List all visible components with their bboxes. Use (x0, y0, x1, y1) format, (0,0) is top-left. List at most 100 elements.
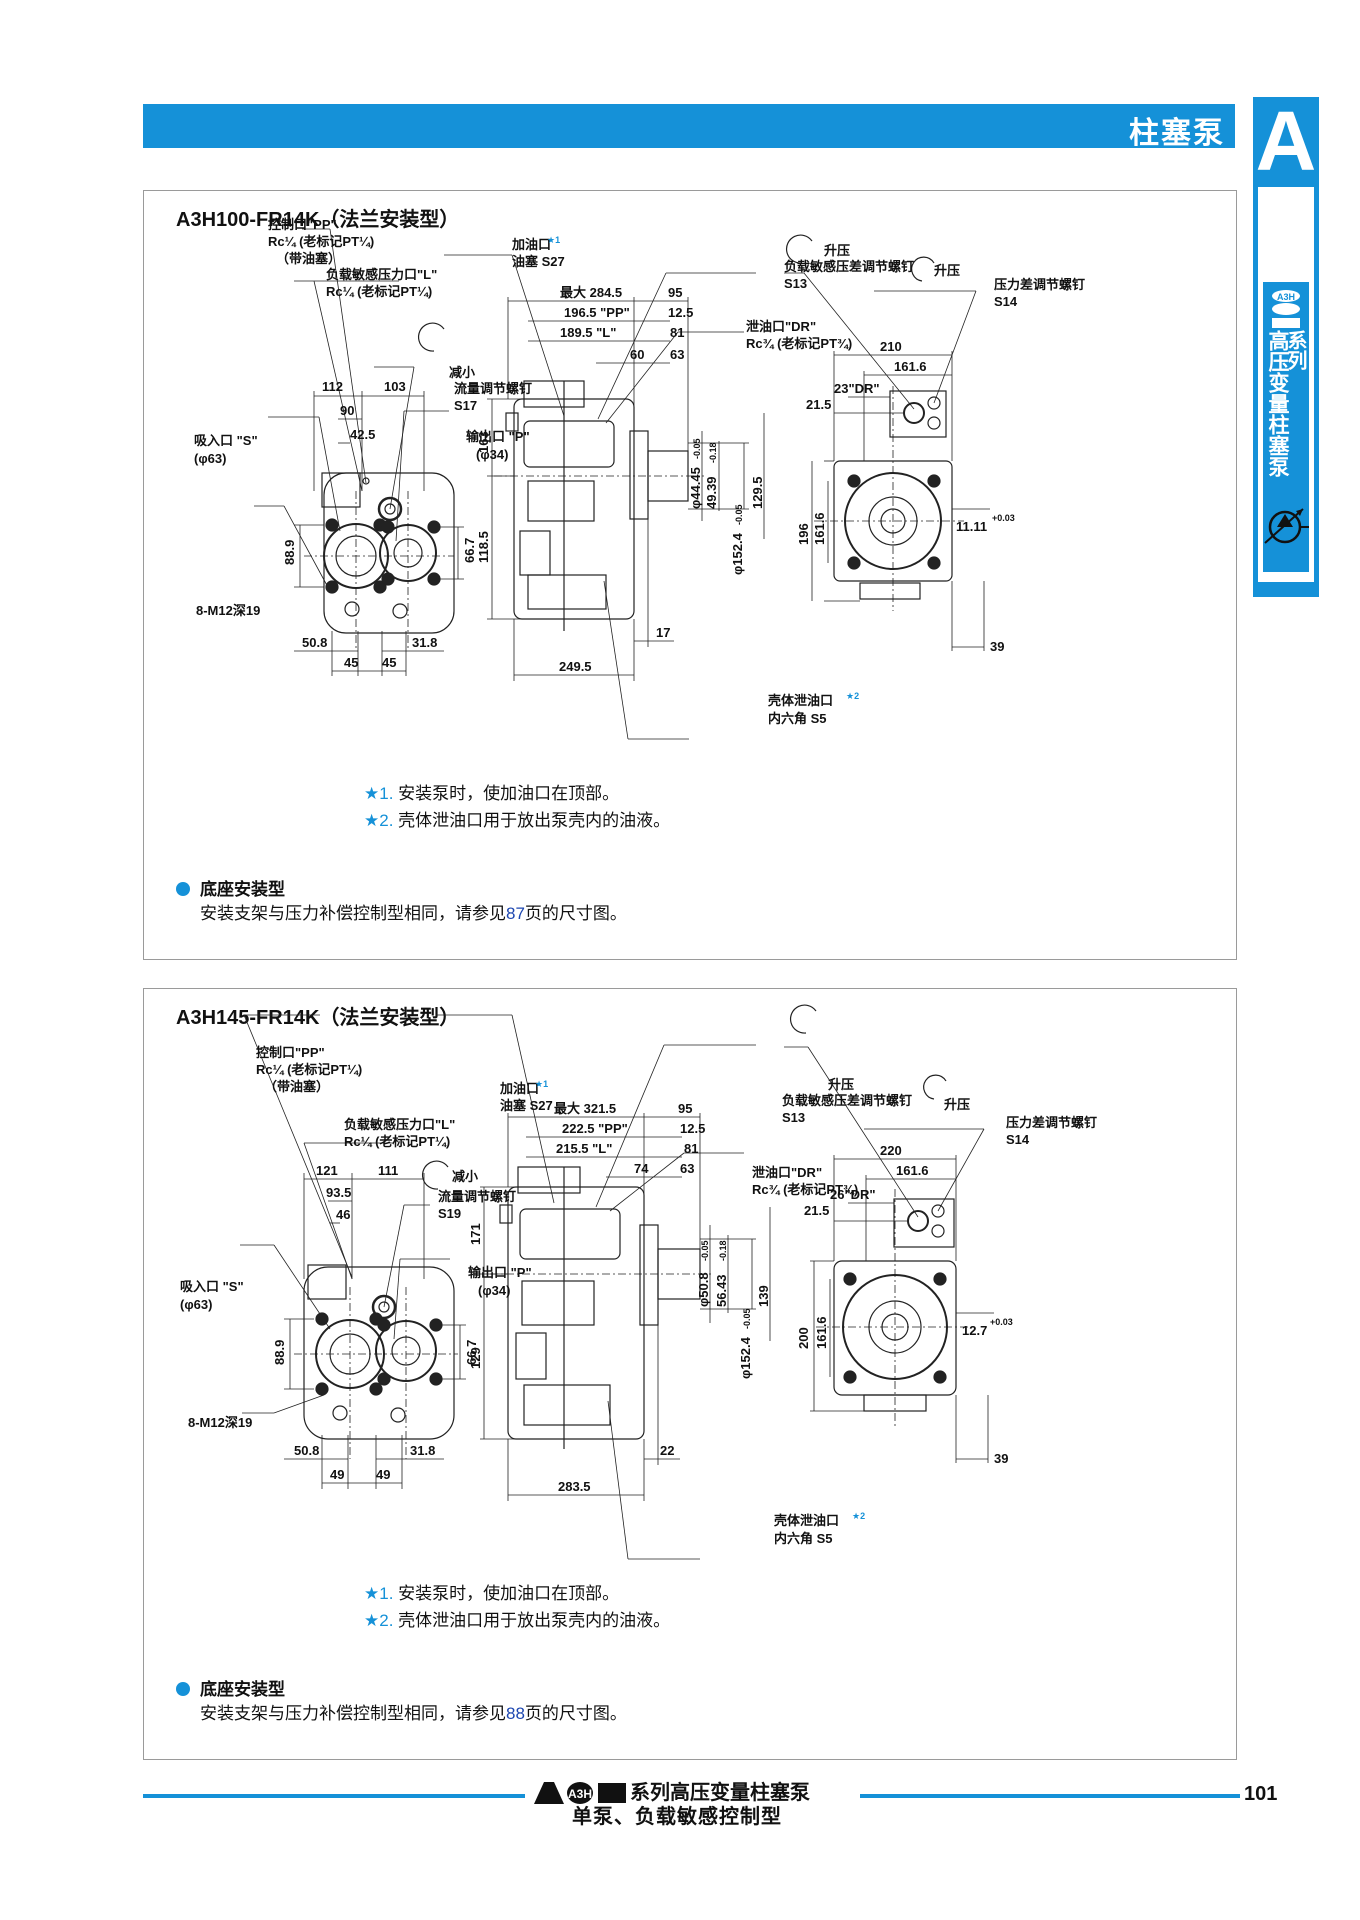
dim: 171 (468, 1223, 483, 1245)
label-load-sense-screw-code: S13 (784, 276, 807, 291)
dim: 26"DR" (830, 1187, 876, 1202)
label-drain-port: 泄油口"DR" (752, 1165, 822, 1180)
footer-line-right (860, 1794, 1240, 1798)
dim: 31.8 (412, 635, 437, 650)
note-mark: ★2. (364, 1611, 394, 1630)
dim: φ152.4 (738, 1336, 753, 1379)
label-bolt: 8-M12深19 (196, 603, 260, 618)
dim: 74 (634, 1161, 649, 1176)
label-flow-screw-code: S17 (454, 398, 477, 413)
side-tab[interactable]: A A3H 高压变量柱塞泵 系列 (1253, 94, 1319, 597)
rear-view-pump (816, 1189, 974, 1429)
page-ref-link[interactable]: 87 (506, 904, 525, 923)
dim: 45 (344, 655, 358, 670)
label-load-sense-port-thread: Rc¼ (老标记PT¼) (344, 1134, 450, 1149)
label-load-sense-port: 负载敏感压力口"L" (344, 1117, 455, 1132)
dim: 200 (796, 1327, 811, 1349)
dim: 111 (378, 1163, 398, 1178)
variable-pump-symbol-icon (1264, 508, 1309, 544)
label-load-sense-screw: 负载敏感压差调节螺钉 (784, 259, 914, 274)
label-control-port: 控制口"PP" (256, 1045, 325, 1060)
bullet-dot-icon (176, 882, 190, 896)
label-bolt: 8-M12深19 (188, 1415, 252, 1430)
dim: 最大 321.5 (554, 1101, 616, 1116)
dim: 210 (880, 339, 902, 354)
label-outlet-port: 输出口 "P" (466, 429, 530, 444)
dim: 31.8 (410, 1443, 435, 1458)
dim: 49 (376, 1467, 390, 1482)
dim: 95 (668, 285, 682, 300)
side-tab-vertical-text: 高压变量柱塞泵 (1266, 330, 1289, 477)
dim: 39 (994, 1451, 1008, 1466)
label-pressure-screw: 压力差调节螺钉 (994, 277, 1085, 292)
label-drain-port-thread: Rc¾ (老标记PT¾) (746, 336, 852, 351)
dim: 161.6 (814, 1316, 829, 1349)
dim: 39 (990, 639, 1004, 654)
dim: 12.7 (962, 1323, 987, 1338)
dim: 112 (322, 379, 343, 394)
label-flow-screw: 流量调节螺钉 (438, 1189, 516, 1204)
label-fill-port: 加油口 (499, 1081, 539, 1096)
series-logo-text: A3H (1277, 292, 1295, 302)
dim: 46 (336, 1207, 350, 1222)
note-mark: ★1. (364, 1584, 394, 1603)
label-case-drain: 壳体泄油口 (773, 1513, 839, 1528)
dim: 121 (316, 1163, 338, 1178)
dim: -0.05 (734, 504, 744, 525)
dim: 81 (684, 1141, 698, 1156)
header-bar: 柱塞泵 (143, 104, 1235, 150)
dim: 103 (384, 379, 406, 394)
label-load-sense-port: 负载敏感压力口"L" (326, 267, 437, 282)
dim: 118.5 (476, 531, 491, 563)
dim: -0.05 (692, 438, 702, 459)
label-reduce: 减小 (449, 365, 475, 380)
dim: 88.9 (282, 540, 297, 565)
dim: 215.5 "L" (556, 1141, 612, 1156)
dim: 93.5 (326, 1185, 351, 1200)
dim: 50.8 (302, 635, 327, 650)
series-logo-icon: A3H (534, 1782, 626, 1804)
dim: 66.7 (464, 1340, 479, 1365)
label-control-port-thread: Rc¼ (老标记PT¼) (256, 1062, 362, 1077)
label-drain-port: 泄油口"DR" (746, 319, 816, 334)
label-case-drain-hex: 内六角 S5 (768, 711, 827, 726)
dim: 60 (630, 347, 644, 362)
dim: +0.03 (992, 513, 1015, 523)
dim: 49 (330, 1467, 344, 1482)
dim: 63 (670, 347, 684, 362)
side-view-pump (490, 1166, 714, 1449)
dim: 196.5 "PP" (564, 305, 630, 320)
dim: 50.8 (294, 1443, 319, 1458)
dim: 95 (678, 1101, 692, 1116)
label-case-drain: 壳体泄油口 (767, 693, 833, 708)
dim: 189.5 "L" (560, 325, 616, 340)
note-text: 安装泵时，使加油口在顶部。 (398, 784, 620, 803)
dim: 222.5 "PP" (562, 1121, 628, 1136)
dimension-drawing: 控制口"PP" Rc¼ (老标记PT¼) （带油塞） 负载敏感压力口"L" Rc… (180, 1004, 1097, 1560)
front-view-pump (304, 472, 455, 651)
dim: 161.6 (812, 512, 827, 545)
label-load-sense-screw-code: S13 (782, 1110, 805, 1125)
dim: 139 (756, 1285, 771, 1307)
dimension-drawing: 控制口"PP" Rc¼ (老标记PT¼) （带油塞） 负载敏感压力口"L" Rc… (194, 217, 1085, 740)
label-suction-port: 吸入口 "S" (180, 1279, 244, 1294)
label-case-drain-star: ★2 (846, 691, 859, 701)
label-flow-screw: 流量调节螺钉 (454, 381, 532, 396)
dim: -0.05 (700, 1240, 710, 1261)
note-1: ★1. 安装泵时，使加油口在顶部。 (364, 779, 619, 804)
dim: φ50.8 (696, 1272, 711, 1307)
note-text: 安装泵时，使加油口在顶部。 (398, 1584, 620, 1603)
label-drain-port-thread: Rc¾ (老标记PT¾) (752, 1182, 858, 1197)
base-mount-text: 安装支架与压力补偿控制型相同，请参见87页的尺寸图。 (200, 904, 627, 923)
side-view-pump (494, 380, 704, 631)
page-ref-link[interactable]: 88 (506, 1704, 525, 1723)
dim: 81 (670, 325, 684, 340)
label-suction-port-size: (φ63) (194, 451, 226, 466)
label-case-drain-hex: 内六角 S5 (774, 1531, 833, 1546)
label-pressure-screw: 压力差调节螺钉 (1006, 1115, 1097, 1130)
dim: 23"DR" (834, 381, 880, 396)
section-title: A3H100-FR14K（法兰安装型） (176, 209, 460, 231)
dim: 161.6 (896, 1163, 929, 1178)
dim: 45 (382, 655, 396, 670)
dim: 88.9 (272, 1340, 287, 1365)
